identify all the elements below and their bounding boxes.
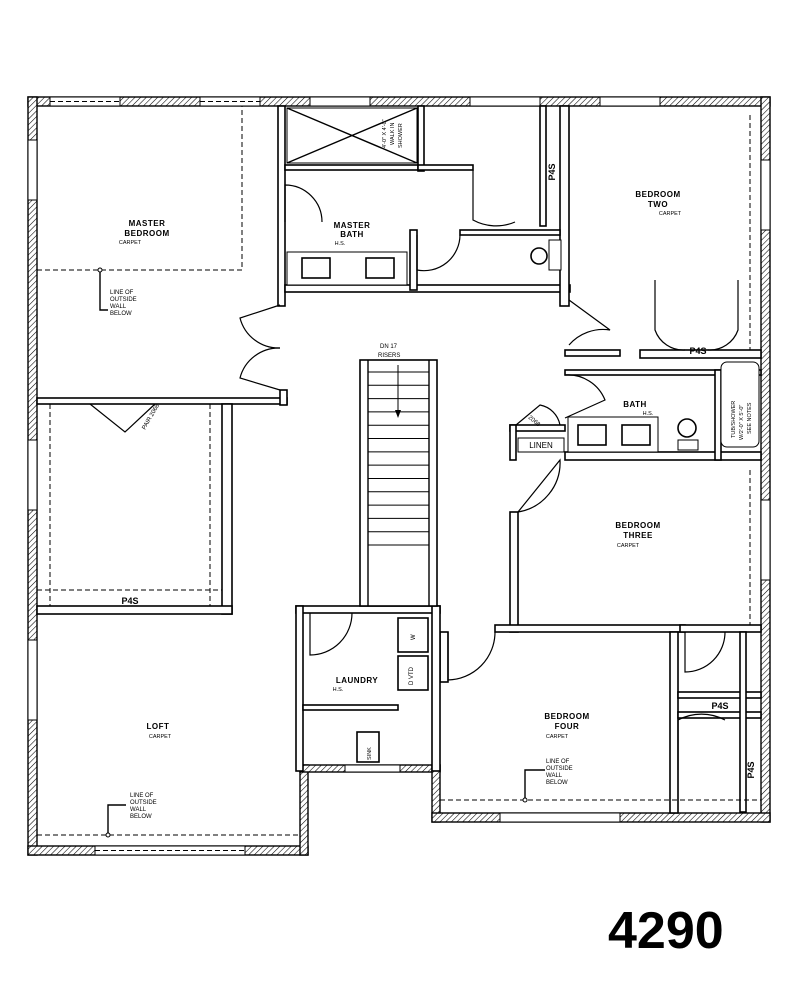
tub-label: TUB/SHOWER xyxy=(731,401,737,438)
floor-laundry: H.S. xyxy=(333,687,344,693)
room-master-bedroom: MASTER xyxy=(129,219,166,228)
room-bedroom-three: BEDROOM xyxy=(615,521,660,530)
svg-text:WALL: WALL xyxy=(546,773,563,779)
svg-text:BELOW: BELOW xyxy=(110,311,132,317)
room-bedroom-two: BEDROOM xyxy=(635,190,680,199)
doors xyxy=(89,170,739,770)
note-loft: LINE OF OUTSIDE WALL BELOW xyxy=(130,793,157,820)
note-master: LINE OF OUTSIDE WALL BELOW xyxy=(110,290,137,317)
linen-label: LINEN xyxy=(529,441,553,450)
tub-size: W/2'-0" X 5'-0" xyxy=(739,405,745,440)
leaders xyxy=(97,267,545,838)
sink-label: SINK xyxy=(367,747,373,760)
room-laundry: LAUNDRY xyxy=(336,676,378,685)
svg-text:BELOW: BELOW xyxy=(546,780,568,786)
room-master-bath: MASTER xyxy=(334,221,371,230)
shower-walk-in: WALK IN xyxy=(390,123,396,145)
stair-arrow xyxy=(395,365,401,418)
room-master-bath-2: BATH xyxy=(340,230,364,239)
washer-label: W xyxy=(411,634,417,640)
floor-bath: H.S. xyxy=(643,411,654,417)
stairs-label-risers: RISERS xyxy=(378,353,400,359)
p4s-bedroom-two: P4S xyxy=(689,346,706,356)
dryer-label: D VTD xyxy=(409,666,415,685)
line-of-outside-wall xyxy=(37,106,761,836)
room-bedroom-two-2: TWO xyxy=(648,200,668,209)
fixtures xyxy=(286,107,760,763)
room-loft: LOFT xyxy=(147,722,170,731)
svg-text:WALL: WALL xyxy=(130,807,147,813)
p4s-loft: P4S xyxy=(121,596,138,606)
svg-text:WALL: WALL xyxy=(110,304,127,310)
room-master-bedroom-2: BEDROOM xyxy=(124,229,169,238)
floor-loft: CARPET xyxy=(149,734,172,740)
room-bath: BATH xyxy=(623,400,647,409)
tub-notes: SEE NOTES xyxy=(747,402,753,434)
room-bedroom-three-2: THREE xyxy=(623,531,653,540)
shower-label: SHOWER xyxy=(398,123,404,148)
floor-bedroom-two: CARPET xyxy=(659,211,682,217)
svg-text:OUTSIDE: OUTSIDE xyxy=(110,297,137,303)
windows xyxy=(27,96,771,856)
svg-text:LINE OF: LINE OF xyxy=(130,793,154,799)
room-bedroom-four-2: FOUR xyxy=(555,722,580,731)
room-bedroom-four: BEDROOM xyxy=(544,712,589,721)
floor-master-bedroom: CARPET xyxy=(119,240,142,246)
p4s-bedroom-four: P4S xyxy=(711,701,728,711)
p4s-closet: P4S xyxy=(547,163,557,180)
svg-text:LINE OF: LINE OF xyxy=(546,759,570,765)
svg-text:BELOW: BELOW xyxy=(130,814,152,820)
svg-text:LINE OF: LINE OF xyxy=(110,290,134,296)
p4s-bedroom-four-closet: P4S xyxy=(746,761,756,778)
stairs-label: DN 17 xyxy=(380,344,398,350)
interior-walls xyxy=(36,105,762,814)
floor-bedroom-four: CARPET xyxy=(546,734,569,740)
floor-bedroom-three: CARPET xyxy=(617,543,640,549)
note-bedroom-four: LINE OF OUTSIDE WALL BELOW xyxy=(546,759,573,786)
stair-treads xyxy=(368,371,429,546)
svg-text:OUTSIDE: OUTSIDE xyxy=(546,766,573,772)
svg-text:OUTSIDE: OUTSIDE xyxy=(130,800,157,806)
floor-master-bath: H.S. xyxy=(335,241,346,247)
shower-size: 4'-0" X 4'-0" xyxy=(382,119,388,148)
plan-number: 4290 xyxy=(608,902,724,960)
